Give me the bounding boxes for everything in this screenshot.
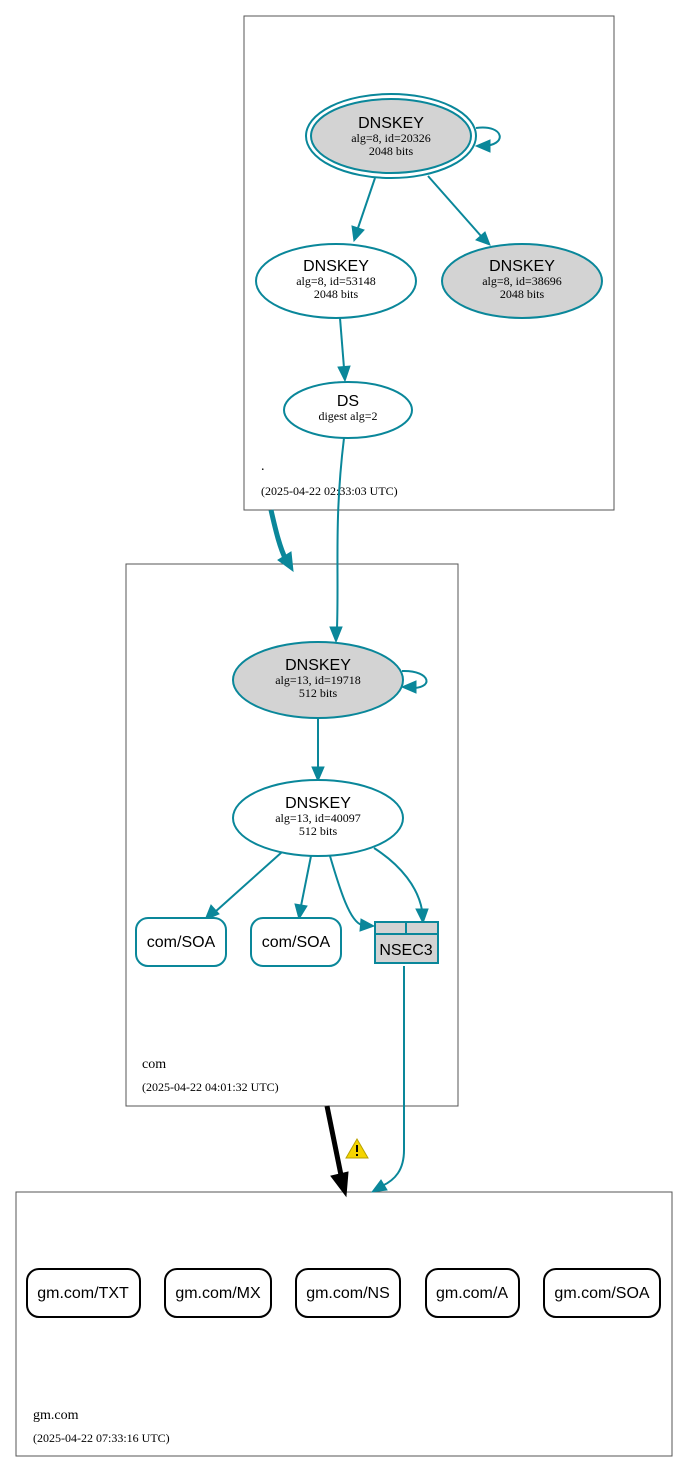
node-detail: 512 bits <box>299 824 338 838</box>
rrset-node-gm-ns[interactable]: gm.com/NS <box>295 1268 401 1318</box>
node-detail: 2048 bits <box>500 287 545 301</box>
dnskey-node-root-zsk-53148[interactable]: DNSKEY alg=8, id=53148 2048 bits <box>255 243 417 319</box>
node-label: com/SOA <box>147 934 216 951</box>
node-label: com/SOA <box>262 934 331 951</box>
zone-gm-timestamp: (2025-04-22 07:33:16 UTC) <box>33 1431 170 1445</box>
node-detail: digest alg=2 <box>318 409 377 423</box>
node-detail: alg=8, id=53148 <box>296 274 376 288</box>
rrset-node-gm-mx[interactable]: gm.com/MX <box>164 1268 272 1318</box>
nsec3-node[interactable]: NSEC3 <box>374 921 439 964</box>
dnskey-node-com-zsk[interactable]: DNSKEY alg=13, id=40097 512 bits <box>232 779 404 857</box>
node-label: gm.com/NS <box>306 1285 390 1302</box>
node-label: gm.com/A <box>436 1285 508 1302</box>
delegation-com-to-gm <box>324 1105 349 1198</box>
edge-com-zsk-to-nsec3-b <box>373 847 429 925</box>
rrset-node-gm-txt[interactable]: gm.com/TXT <box>26 1268 141 1318</box>
node-detail: alg=13, id=19718 <box>275 673 361 687</box>
node-title: DNSKEY <box>303 258 369 275</box>
node-label: gm.com/TXT <box>37 1285 129 1302</box>
edge-com-zsk-to-soa1 <box>204 851 283 921</box>
zone-com-name: com <box>142 1057 166 1072</box>
rrset-node-gm-a[interactable]: gm.com/A <box>425 1268 520 1318</box>
node-title: DNSKEY <box>285 657 351 674</box>
node-detail: 2048 bits <box>314 287 359 301</box>
node-title: DS <box>337 393 359 410</box>
zone-root-timestamp: (2025-04-22 02:33:03 UTC) <box>261 484 398 498</box>
zone-gm-cluster: gm.com (2025-04-22 07:33:16 UTC) <box>15 1191 673 1457</box>
rrset-node-com-soa-1[interactable]: com/SOA <box>135 917 227 967</box>
zone-root-cluster: . (2025-04-22 02:33:03 UTC) <box>243 15 615 511</box>
node-detail: alg=8, id=38696 <box>482 274 562 288</box>
edge-com-ksk-self <box>400 669 428 694</box>
zone-gm-name: gm.com <box>33 1408 79 1423</box>
dnskey-node-root-ksk[interactable]: DNSKEY alg=8, id=20326 2048 bits <box>305 93 477 179</box>
node-label: gm.com/SOA <box>554 1285 649 1302</box>
node-label: gm.com/MX <box>175 1285 261 1302</box>
node-detail: 2048 bits <box>369 144 414 158</box>
edge-root-ksk-to-zsk2 <box>427 175 491 246</box>
dnskey-node-com-ksk[interactable]: DNSKEY alg=13, id=19718 512 bits <box>232 641 404 719</box>
rrset-node-com-soa-2[interactable]: com/SOA <box>250 917 342 967</box>
edge-com-ksk-to-zsk <box>311 718 325 783</box>
zone-root-name: . <box>261 459 265 474</box>
ds-node-com[interactable]: DS digest alg=2 <box>283 381 413 439</box>
zone-com-timestamp: (2025-04-22 04:01:32 UTC) <box>142 1080 279 1094</box>
node-detail: 512 bits <box>299 686 338 700</box>
node-title: DNSKEY <box>358 115 424 132</box>
edge-nsec3-to-gm <box>370 965 406 1193</box>
edge-root-zsk1-to-ds <box>337 317 351 383</box>
edge-root-ksk-to-zsk1 <box>351 177 376 243</box>
node-title: DNSKEY <box>489 258 555 275</box>
node-label: NSEC3 <box>379 942 432 959</box>
delegation-root-to-com <box>268 509 294 573</box>
edge-com-zsk-to-soa2 <box>294 855 312 921</box>
dnskey-node-root-zsk-38696[interactable]: DNSKEY alg=8, id=38696 2048 bits <box>441 243 603 319</box>
node-detail: alg=13, id=40097 <box>275 811 361 825</box>
rrset-node-gm-soa[interactable]: gm.com/SOA <box>543 1268 661 1318</box>
edge-root-ksk-self <box>474 126 501 153</box>
warning-icon <box>345 1138 369 1159</box>
node-detail: alg=8, id=20326 <box>351 131 431 145</box>
edge-ds-to-com-ksk <box>329 437 345 644</box>
node-title: DNSKEY <box>285 795 351 812</box>
edge-com-zsk-to-nsec3-a <box>329 855 376 932</box>
